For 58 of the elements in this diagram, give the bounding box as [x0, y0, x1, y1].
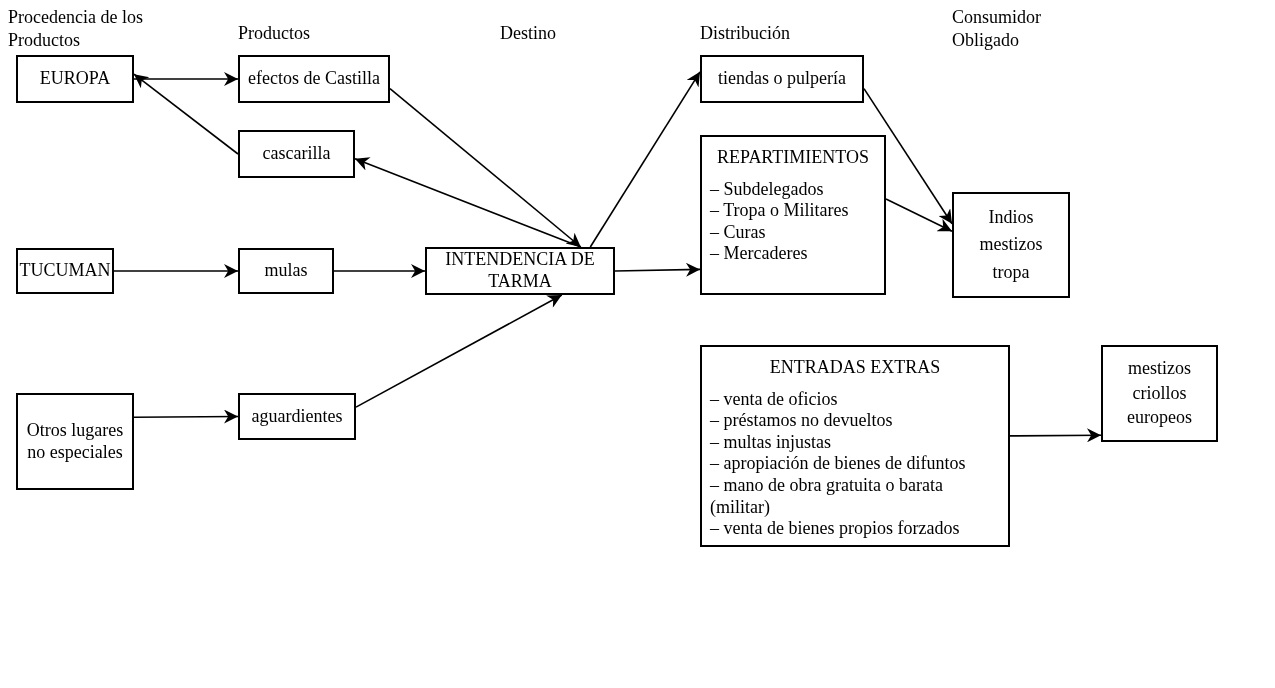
arrow	[355, 294, 563, 408]
arrow	[1009, 428, 1102, 443]
box-text: mestizos	[979, 234, 1043, 256]
arrow	[333, 264, 426, 278]
flow-box	[700, 135, 886, 295]
flow-box	[238, 393, 356, 440]
flow-box	[425, 247, 615, 295]
list-item: – venta de oficios	[710, 388, 838, 411]
column-heading: Productos	[238, 22, 311, 45]
arrow	[133, 72, 239, 86]
list-item: – Tropa o Militares	[710, 200, 849, 222]
flow-box	[16, 248, 114, 294]
box-text: Otros lugares no especiales	[25, 419, 125, 464]
flow-box	[952, 192, 1070, 298]
arrow	[133, 73, 239, 155]
list-item: – apropiación de bienes de difuntos	[710, 453, 966, 475]
box-text: tropa	[992, 261, 1030, 284]
box-text: TUCUMAN	[19, 260, 111, 282]
arrow	[354, 157, 582, 248]
list-item: – Mercaderes	[710, 243, 808, 265]
flow-box	[700, 55, 864, 103]
flow-box	[238, 130, 355, 178]
column-heading: Destino	[500, 22, 557, 45]
list-item: – Subdelegados	[710, 178, 824, 201]
box-text: Indios	[988, 206, 1034, 229]
flow-box	[16, 393, 134, 490]
column-heading: Consumidor Obligado	[952, 6, 1042, 51]
arrow	[113, 264, 239, 278]
flow-box	[700, 345, 1010, 547]
list-item: – préstamos no devueltos	[710, 410, 893, 432]
column-heading: Distribución	[700, 22, 791, 45]
list-item: – multas injustas	[710, 431, 831, 454]
box-text: INTENDENCIA DE TARMA	[444, 249, 596, 293]
box-text: criollos	[1132, 382, 1187, 405]
box-heading: REPARTIMIENTOS	[717, 147, 869, 169]
arrow	[863, 87, 953, 225]
box-text: aguardientes	[251, 405, 343, 428]
box-text: europeos	[1127, 407, 1192, 429]
arrow	[133, 409, 239, 424]
box-text: tiendas o pulpería	[718, 68, 846, 90]
flow-box	[16, 55, 134, 103]
arrow	[885, 198, 953, 232]
box-text: mestizos	[1128, 358, 1191, 380]
box-text: EUROPA	[39, 68, 111, 90]
flow-box	[1101, 345, 1218, 442]
box-heading: ENTRADAS EXTRAS	[769, 357, 941, 379]
arrow	[614, 262, 701, 277]
list-item: – Curas	[710, 221, 766, 244]
box-text: efectos de Castilla	[248, 68, 380, 90]
arrow	[389, 87, 582, 248]
list-item: – mano de obra gratuita o barata (militar)	[710, 474, 944, 519]
box-text: cascarilla	[262, 143, 331, 165]
flow-box	[238, 55, 390, 103]
flow-box	[238, 248, 334, 294]
box-text: mulas	[264, 260, 308, 282]
list-item: – venta de bienes propios forzados	[710, 518, 960, 540]
column-heading: Procedencia de los Productos	[8, 6, 144, 51]
arrow	[589, 71, 701, 248]
